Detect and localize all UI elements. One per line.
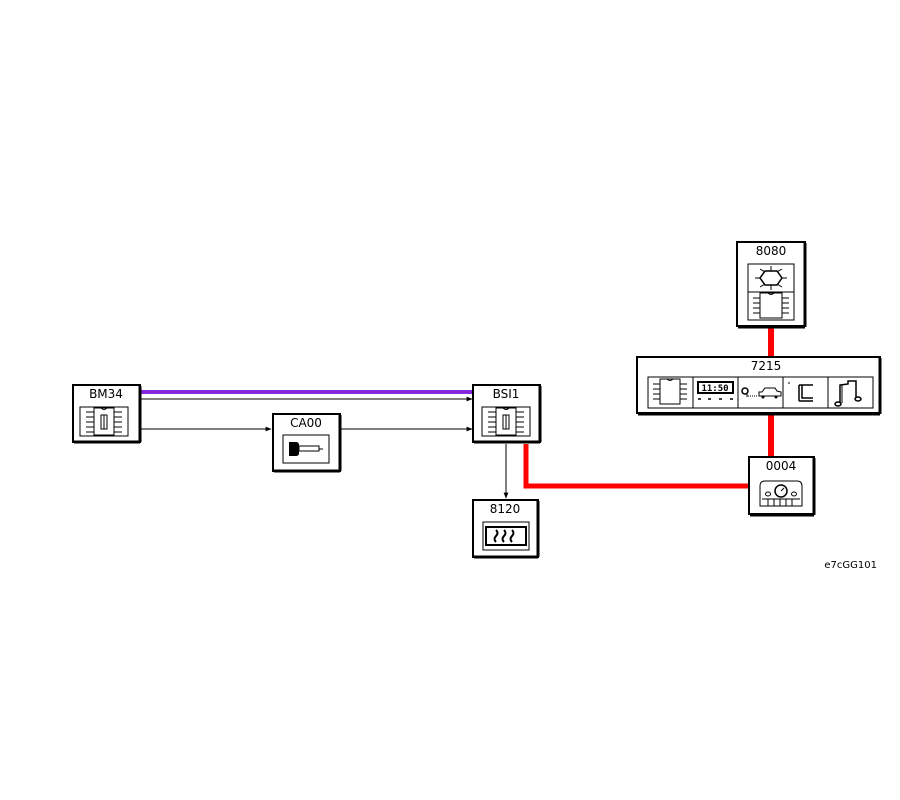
module-label: 7215: [751, 359, 782, 373]
module-label: 0004: [766, 459, 797, 473]
clock-digits: 11:50: [701, 384, 728, 394]
seat-icon: [788, 382, 813, 402]
module-bsi1[interactable]: BSI1: [472, 384, 542, 444]
ecu-chip-icon: [79, 406, 129, 437]
clock-display-icon: 11:50: [697, 381, 734, 400]
module-label: CA00: [290, 416, 322, 430]
instrument-cluster-icon: [759, 480, 803, 507]
ecu-chip-icon: [653, 378, 687, 405]
module-label: 8120: [490, 502, 521, 516]
vehicle-key-icon: [741, 387, 782, 399]
rear-defrost-icon: [482, 521, 530, 551]
can-bus-bsi1-0004[interactable]: [523, 444, 749, 489]
ecu-chip-icon: [481, 406, 531, 437]
module-0004[interactable]: 0004: [748, 456, 816, 517]
diagram-reference: e7cGG101: [824, 560, 877, 571]
module-bm34[interactable]: BM34: [72, 384, 142, 444]
module-label: BM34: [89, 387, 123, 401]
music-note-icon: [834, 380, 862, 407]
ecu-chip-icon: [747, 291, 795, 321]
module-7215[interactable]: 7215 11:50: [636, 356, 882, 416]
connections: [141, 327, 774, 499]
ignition-key-icon: [282, 434, 330, 464]
module-label: 8080: [756, 244, 787, 258]
module-8080[interactable]: 8080: [736, 241, 807, 329]
function-panel: [647, 376, 874, 409]
module-label: BSI1: [493, 387, 520, 401]
module-8120[interactable]: 8120: [472, 499, 540, 559]
module-ca00[interactable]: CA00: [272, 413, 342, 473]
